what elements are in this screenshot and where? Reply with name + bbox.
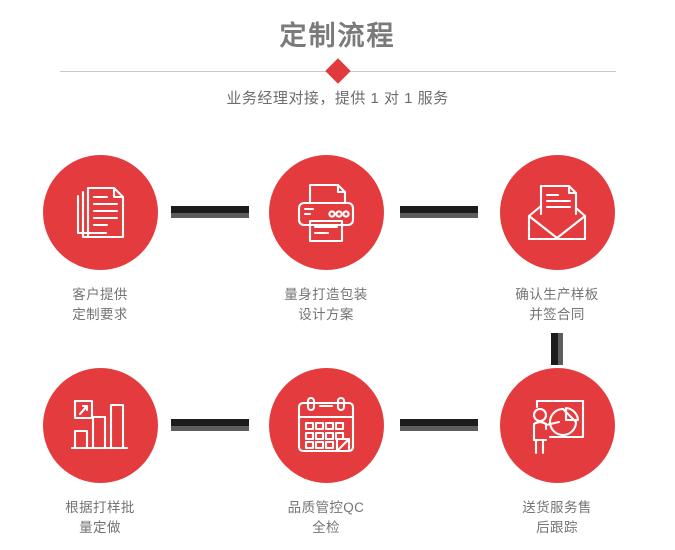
bar-chart-growth-icon bbox=[70, 396, 130, 456]
flow-step-1-label: 客户提供 定制要求 bbox=[0, 285, 215, 325]
flow-step-5[interactable]: 品质管控QC 全检 bbox=[211, 368, 441, 538]
flow-step-2-circle[interactable] bbox=[268, 155, 384, 270]
flow-step-3-label: 确认生产样板 并签合同 bbox=[442, 285, 672, 325]
flow-step-2[interactable]: 量身打造包装 设计方案 bbox=[211, 155, 441, 325]
presenter-pie-chart-icon bbox=[526, 395, 588, 457]
page-header: 定制流程 业务经理对接，提供 1 对 1 服务 bbox=[0, 0, 675, 132]
connector-step5-step6 bbox=[400, 419, 478, 431]
flow-step-6[interactable]: 送货服务售 后跟踪 bbox=[442, 368, 672, 538]
flow-step-6-label: 送货服务售 后跟踪 bbox=[442, 498, 672, 538]
connector-step4-step5 bbox=[171, 419, 249, 431]
connector-step1-step2 bbox=[171, 206, 249, 218]
calendar-icon bbox=[295, 395, 357, 457]
flow-step-4-label-line1: 根据打样批 bbox=[65, 500, 135, 515]
flow-step-2-label-line2: 设计方案 bbox=[298, 307, 354, 322]
page-subtitle: 业务经理对接，提供 1 对 1 服务 bbox=[226, 90, 449, 107]
flow-step-1-label-line2: 定制要求 bbox=[72, 307, 128, 322]
connector-step2-step3 bbox=[400, 206, 478, 218]
flow-step-2-label: 量身打造包装 设计方案 bbox=[211, 285, 441, 325]
connector-step3-step6 bbox=[551, 333, 563, 365]
envelope-letter-icon bbox=[525, 181, 589, 245]
flow-step-4-label: 根据打样批 量定做 bbox=[0, 498, 215, 538]
flow-step-1-label-line1: 客户提供 bbox=[72, 287, 128, 302]
flow-step-5-label: 品质管控QC 全检 bbox=[211, 498, 441, 538]
flow-step-3-circle[interactable] bbox=[499, 155, 615, 270]
flow-step-6-label-line1: 送货服务售 bbox=[522, 500, 592, 515]
flow-step-1[interactable]: 客户提供 定制要求 bbox=[0, 155, 215, 325]
documents-stack-icon bbox=[69, 182, 131, 244]
printer-icon bbox=[294, 181, 358, 245]
flow-step-5-label-line2: 全检 bbox=[312, 520, 340, 535]
flow-step-2-label-line1: 量身打造包装 bbox=[284, 287, 368, 302]
flow-step-4-label-line2: 量定做 bbox=[79, 520, 121, 535]
flow-step-4[interactable]: 根据打样批 量定做 bbox=[0, 368, 215, 538]
title-divider bbox=[60, 58, 616, 84]
flow-step-5-label-line1: 品质管控QC bbox=[287, 500, 365, 515]
flow-step-5-circle[interactable] bbox=[268, 368, 384, 483]
page-title: 定制流程 bbox=[279, 21, 396, 51]
flow-step-4-circle[interactable] bbox=[42, 368, 158, 483]
flow-step-6-circle[interactable] bbox=[499, 368, 615, 483]
flow-step-1-circle[interactable] bbox=[42, 155, 158, 270]
flow-step-6-label-line2: 后跟踪 bbox=[536, 520, 578, 535]
flow-step-3[interactable]: 确认生产样板 并签合同 bbox=[442, 155, 672, 325]
flow-step-3-label-line1: 确认生产样板 bbox=[515, 287, 599, 302]
flow-step-3-label-line2: 并签合同 bbox=[529, 307, 585, 322]
